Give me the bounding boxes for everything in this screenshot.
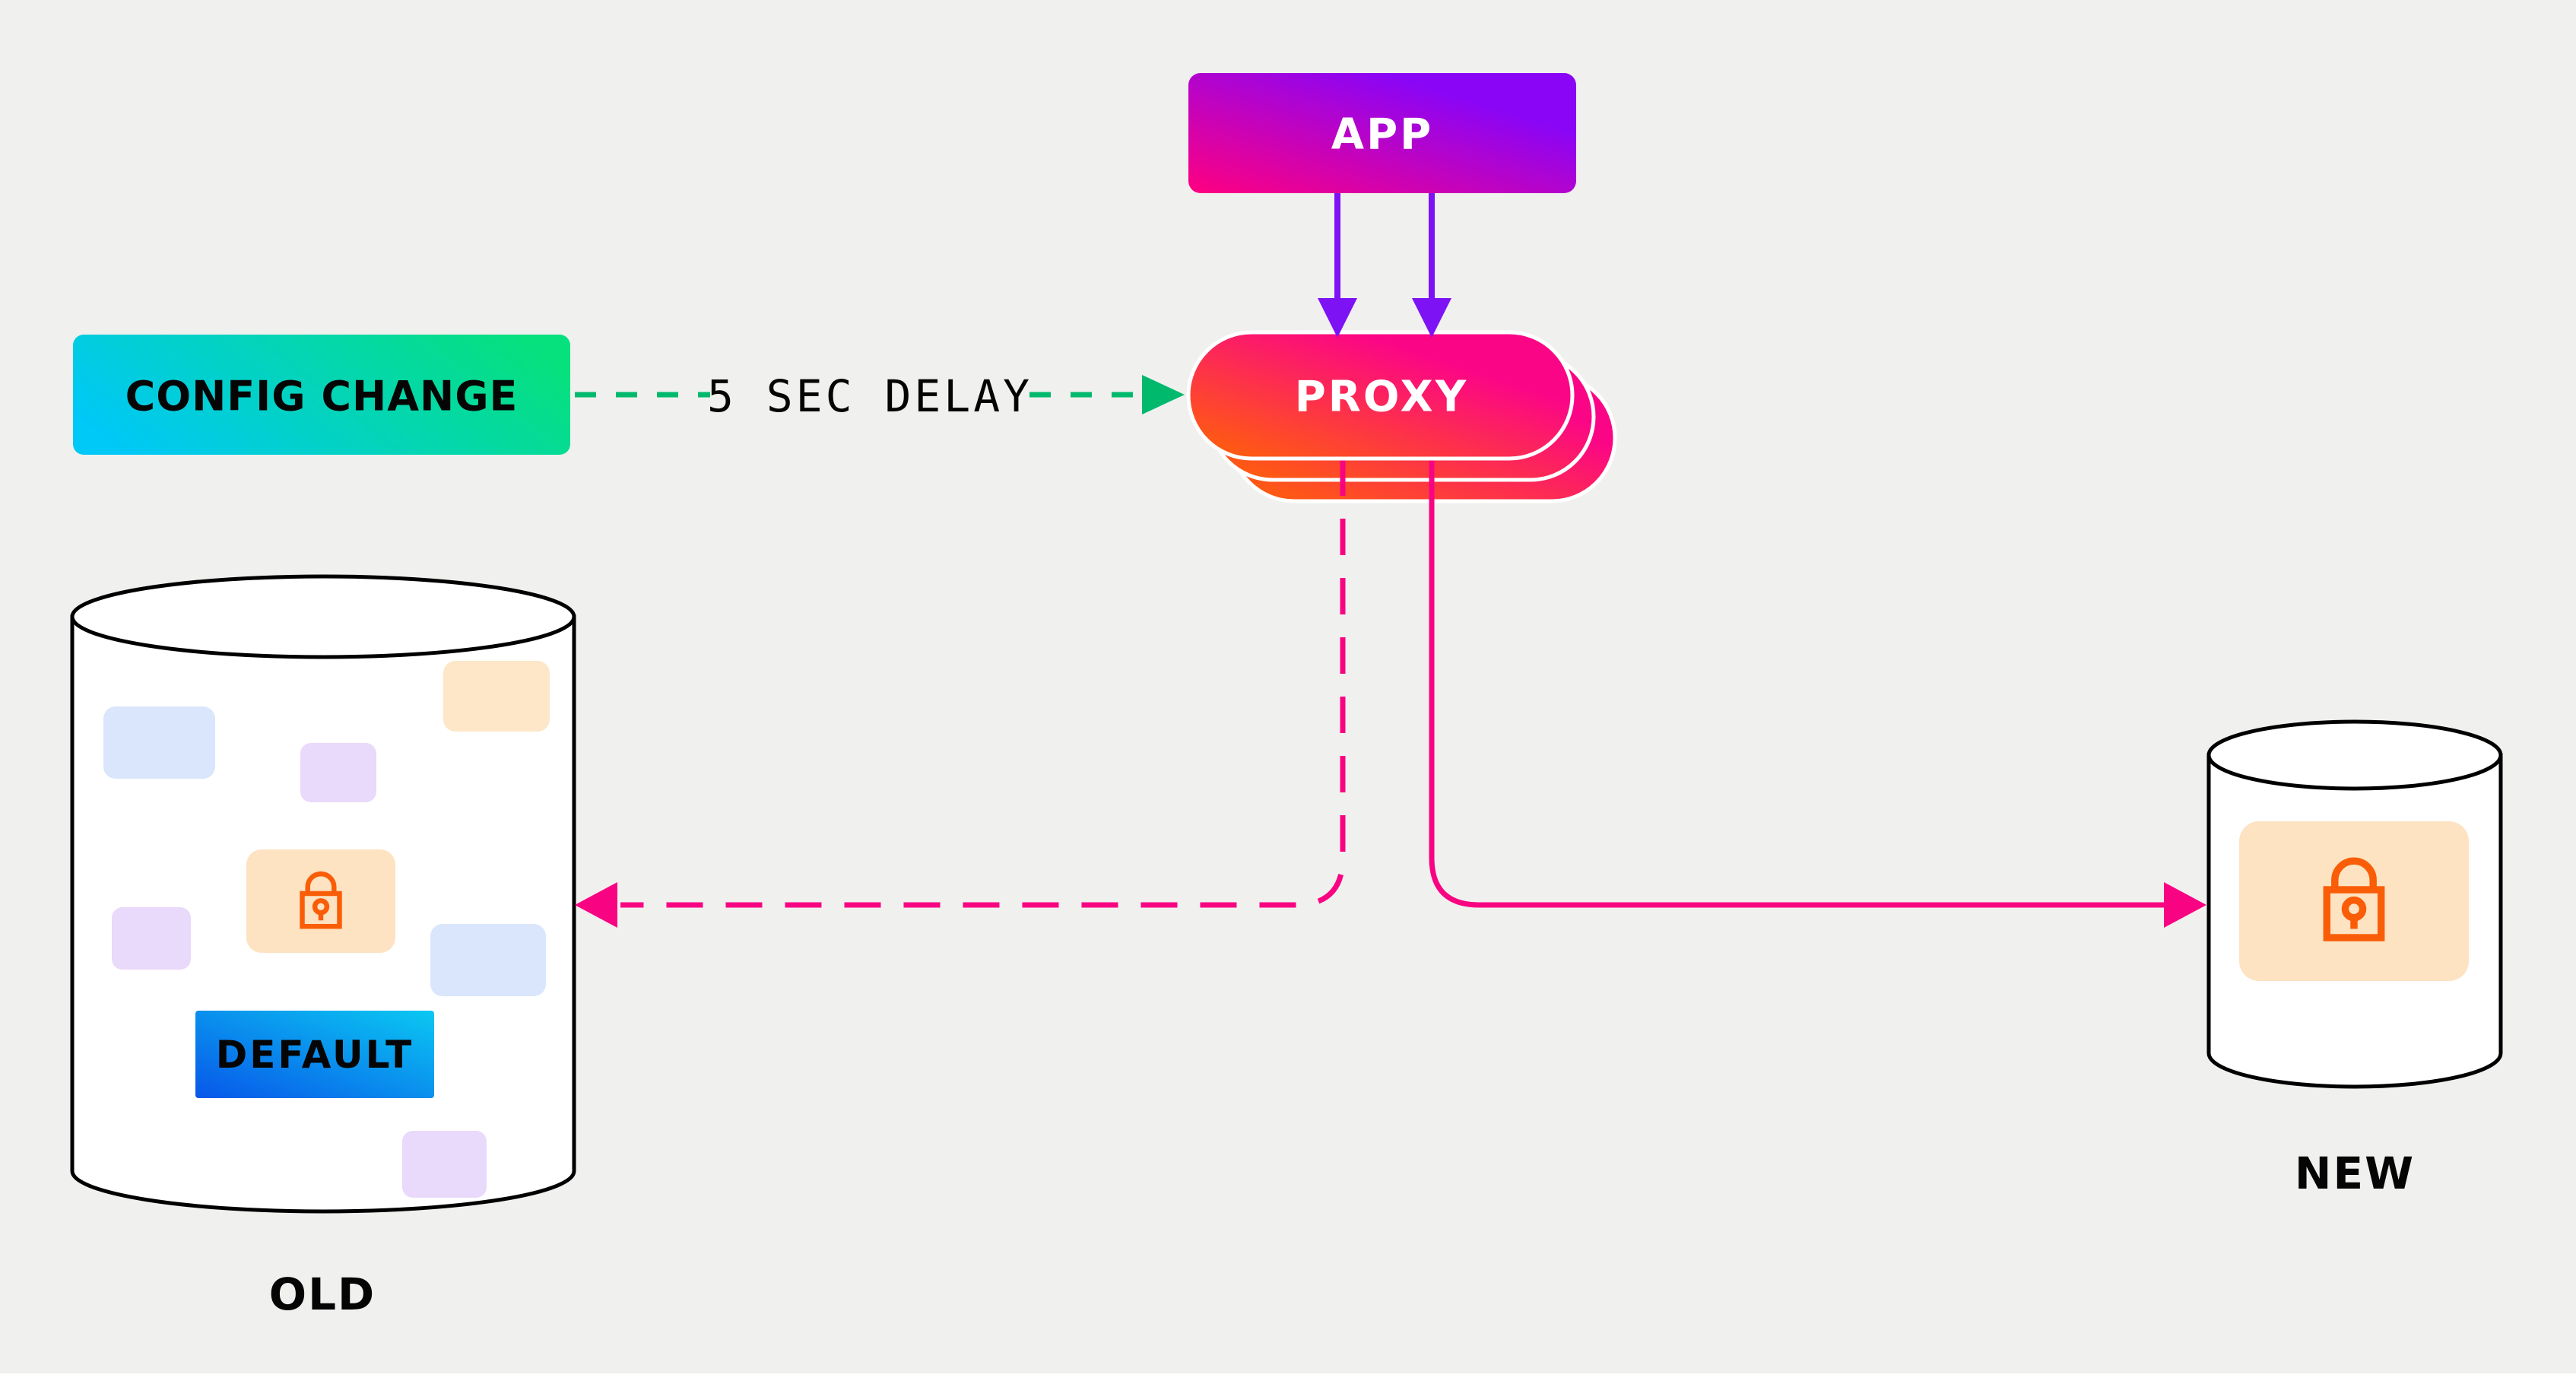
data-chip [430, 924, 546, 996]
old-database-label: OLD [269, 1268, 376, 1320]
proxy-to-new-solid-route [1429, 459, 2167, 908]
data-chip [112, 907, 191, 970]
app-label: APP [1331, 110, 1433, 160]
app-node: APP [1188, 73, 1576, 193]
green-arrowhead-icon [1142, 375, 1185, 414]
proxy-pill [1186, 330, 1575, 461]
config-change-box [73, 335, 570, 455]
data-chip [300, 743, 376, 802]
default-badge [195, 1011, 434, 1098]
app-box [1188, 73, 1576, 193]
old-cylinder-top [70, 574, 576, 659]
config-change-label: CONFIG CHANGE [125, 373, 519, 421]
new-cylinder-top [2206, 719, 2503, 791]
new-database: NEW [2206, 719, 2503, 1199]
app-to-proxy-connectors [1318, 193, 1451, 338]
purple-arrowhead-icon [1318, 298, 1357, 338]
config-to-proxy-delay-connector: 5 SEC DELAY [575, 370, 1185, 422]
data-chip [103, 706, 215, 779]
proxy-node: PROXY [575, 330, 2206, 928]
data-chip [443, 661, 550, 732]
bottom-edge-strip [0, 1373, 2576, 1381]
pink-arrowhead-left-icon [575, 882, 617, 928]
old-database: DEFAULT OLD [70, 574, 576, 1320]
delay-label: 5 SEC DELAY [707, 370, 1033, 422]
purple-arrowhead-icon [1412, 298, 1451, 338]
pink-arrowhead-right-icon [2164, 882, 2206, 928]
new-database-label: NEW [2295, 1148, 2415, 1199]
default-badge-label: DEFAULT [216, 1033, 414, 1077]
data-chip [402, 1131, 487, 1198]
proxy-to-old-dashed-route [620, 459, 1346, 908]
proxy-label: PROXY [1295, 373, 1469, 422]
config-change-node: CONFIG CHANGE [73, 335, 570, 455]
